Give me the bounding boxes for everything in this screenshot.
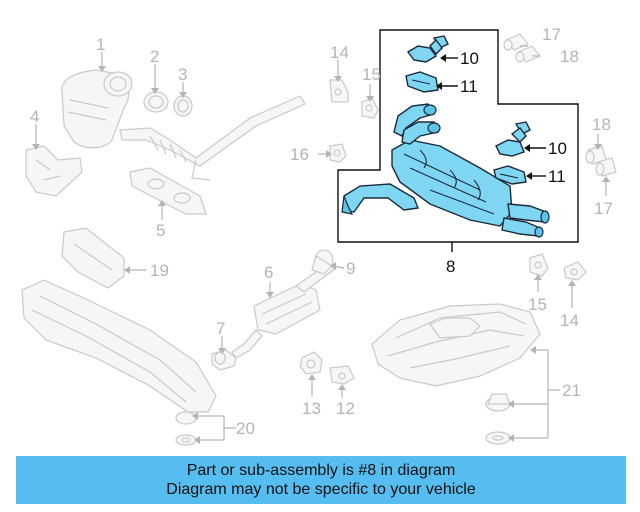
part-10-clamp-top [406, 35, 449, 63]
part-21-nuts [485, 393, 511, 445]
part-14-bracket [329, 79, 349, 103]
callout-6: 6 [264, 263, 273, 282]
banner-line-2: Diagram may not be specific to your vehi… [166, 481, 476, 498]
callout-17-top: 17 [542, 25, 561, 44]
info-banner: Part or sub-assembly is #8 in diagram Di… [16, 456, 626, 504]
part-19-heat-shield [61, 227, 125, 289]
callout-10-top: 10 [460, 49, 479, 68]
callout-15-right: 15 [528, 295, 547, 314]
part-13-hanger [299, 351, 323, 375]
banner-line-1: Part or sub-assembly is #8 in diagram [186, 462, 456, 479]
callout-16: 16 [290, 145, 309, 164]
leaders-grey [32, 45, 610, 444]
callout-20: 20 [236, 419, 255, 438]
callout-17-right: 17 [594, 199, 613, 218]
callout-4: 4 [30, 107, 39, 126]
part-17-18-tips-top [503, 33, 541, 63]
part-11-hanger-right [493, 165, 527, 185]
leaders-highlight [436, 54, 546, 252]
callout-11-right: 11 [548, 167, 566, 186]
part-3-gasket [173, 95, 193, 117]
part-21-heat-shield [371, 303, 541, 387]
part-12-bracket [329, 365, 355, 385]
callout-12: 12 [336, 399, 355, 418]
callout-1: 1 [96, 35, 105, 54]
part-front-pipe [119, 95, 306, 181]
exhaust-parts-diagram: 1 2 3 4 5 6 7 8 9 10 10 11 11 12 13 14 1… [21, 25, 617, 446]
callout-15-top: 15 [362, 65, 381, 84]
callout-18-top: 18 [560, 47, 579, 66]
part-15-hanger-right [529, 253, 549, 277]
part-14-bracket-right [563, 261, 587, 281]
callout-14-right: 14 [560, 311, 579, 330]
callout-8: 8 [446, 257, 455, 276]
part-10-clamp-right [495, 121, 531, 157]
part-4-bracket [25, 145, 83, 197]
part-7-clamp [211, 349, 237, 371]
part-20-nuts [175, 411, 197, 446]
part-8-rear-muffler-assembly[interactable] [337, 29, 579, 243]
part-17-18-tips-right [585, 145, 617, 177]
callout-10-right: 10 [548, 139, 567, 158]
callout-5: 5 [156, 221, 165, 240]
part-1-catalytic-converter [61, 69, 133, 149]
part-5-flange-gasket [129, 167, 207, 215]
part-20-heat-shield [21, 279, 217, 413]
callout-11-top: 11 [460, 77, 478, 96]
callout-21: 21 [562, 381, 581, 400]
part-6-center-muffler [231, 261, 337, 359]
callout-9: 9 [346, 259, 355, 278]
part-16-hanger [329, 143, 347, 163]
part-2-clamp [143, 91, 169, 113]
callout-19: 19 [150, 261, 169, 280]
callout-7: 7 [216, 319, 225, 338]
part-11-hanger-top [405, 71, 439, 93]
callout-2: 2 [150, 47, 159, 66]
callout-labels: 1 2 3 4 5 6 7 8 9 10 10 11 11 12 13 14 1… [30, 25, 613, 438]
part-9-clamp [311, 249, 334, 275]
callout-14-top: 14 [330, 43, 349, 62]
callout-3: 3 [178, 65, 187, 84]
callout-18-right: 18 [592, 115, 611, 134]
callout-13: 13 [302, 399, 321, 418]
